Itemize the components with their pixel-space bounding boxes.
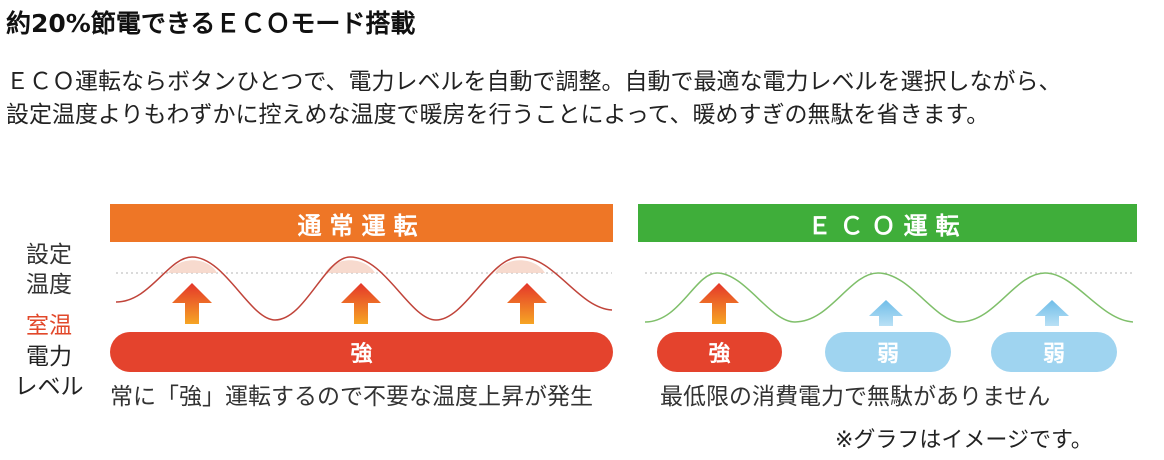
description-line-1: ＥＣＯ運転ならボタンひとつで、電力レベルを自動で調整。自動で最適な電力レベルを選… <box>6 69 1062 95</box>
temperature-wave-diagram <box>115 256 1134 326</box>
eco-room-temperature-wave <box>644 272 1134 323</box>
heat-arrow-icon-3 <box>507 283 547 324</box>
eco-operation-header: ＥＣＯ運転 <box>638 204 1137 242</box>
room-temperature-label: 室温 <box>26 313 72 339</box>
power-level-label-line-2: レベル <box>14 374 84 400</box>
set-temperature-label-line-2: 温度 <box>26 272 72 298</box>
normal-power-level-strong: 強 <box>110 332 613 372</box>
overshoot-area-1 <box>168 260 217 273</box>
heat-arrow-icon-1 <box>172 283 212 324</box>
page-title: 約20%節電できるＥＣＯモード搭載 <box>6 9 416 38</box>
overshoot-area-2 <box>325 260 375 273</box>
eco-power-level-weak-2: 弱 <box>991 332 1117 372</box>
description: ＥＣＯ運転ならボタンひとつで、電力レベルを自動で調整。自動で最適な電力レベルを選… <box>6 66 1061 132</box>
eco-caption: 最低限の消費電力で無駄がありません <box>660 384 1051 410</box>
set-temperature-label: 設定 温度 <box>0 240 98 300</box>
normal-room-temperature-wave <box>115 256 613 321</box>
eco-weak-arrow-icon-2 <box>1035 300 1069 326</box>
normal-caption: 常に「強」運転するので不要な温度上昇が発生 <box>110 384 593 410</box>
image-note: ※グラフはイメージです。 <box>835 428 1093 453</box>
eco-power-level-weak-1: 弱 <box>825 332 951 372</box>
eco-weak-arrow-icon-1 <box>869 300 903 326</box>
normal-operation-header: 通常運転 <box>110 204 613 242</box>
power-level-label-line-1: 電力 <box>26 344 72 370</box>
eco-heat-arrow-icon <box>699 283 739 324</box>
eco-power-level-strong: 強 <box>657 332 782 372</box>
set-temperature-label-line-1: 設定 <box>26 242 72 268</box>
heat-arrow-icon-2 <box>341 283 381 324</box>
description-line-2: 設定温度よりもわずかに控えめな温度で暖房を行うことによって、暖めすぎの無駄を省き… <box>6 102 990 128</box>
overshoot-area-3 <box>495 260 545 273</box>
power-level-label: 電力 レベル <box>0 342 98 402</box>
